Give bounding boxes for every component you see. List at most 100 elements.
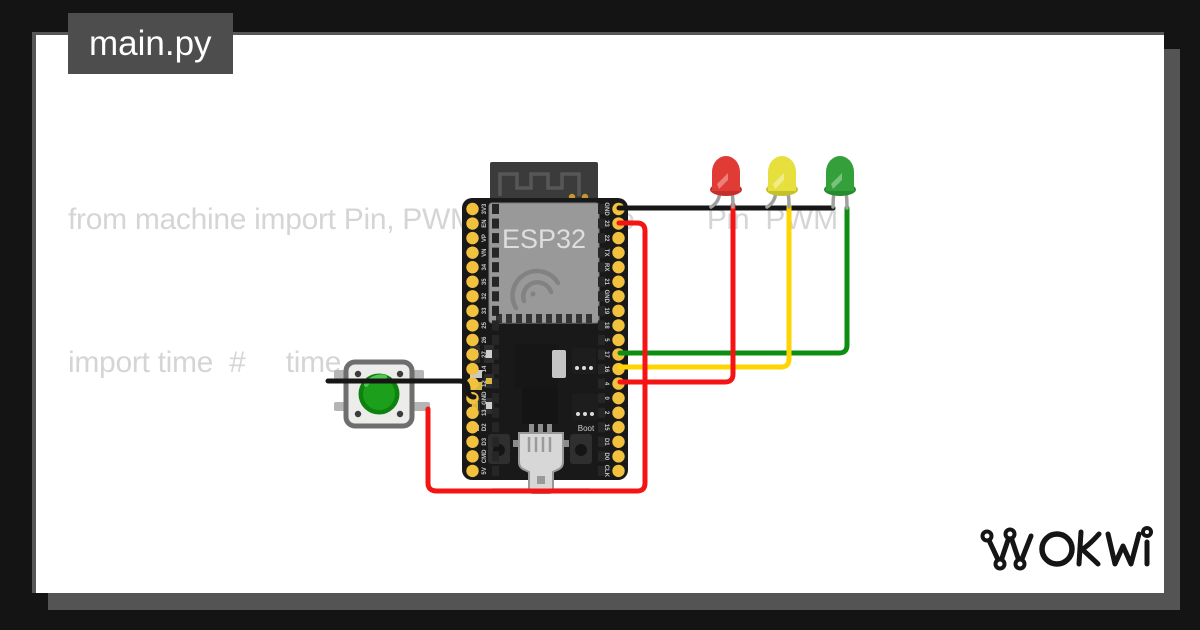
edge-pad [492, 247, 499, 258]
pin-label-rx: RX [603, 263, 609, 271]
pin-d1 [612, 435, 625, 448]
pin-label-2: 2 [603, 411, 609, 415]
espressif-logo-icon [510, 268, 561, 311]
pin-vn [466, 246, 479, 259]
edge-pad [598, 451, 605, 462]
pin-label-32: 32 [482, 292, 488, 299]
led-dome [826, 156, 854, 191]
edge-pad [598, 393, 605, 404]
pushbutton-screw [354, 370, 362, 378]
edge-pad [492, 204, 499, 214]
pin-27 [466, 348, 479, 361]
pin-label-13: 13 [482, 409, 488, 416]
edge-pad [598, 320, 605, 331]
edge-pad [492, 436, 499, 447]
edge-pad [492, 276, 499, 287]
pushbutton-cap[interactable] [363, 378, 395, 410]
esp32-board: ESP32 [462, 162, 628, 494]
pin-label-tx: TX [603, 249, 609, 257]
edge-pad [492, 407, 499, 418]
pushbutton-screw [396, 410, 404, 418]
pin-cmd [466, 450, 479, 463]
pushbutton-leg [334, 402, 346, 411]
pin-label-d1: D1 [603, 438, 609, 446]
edge-pad [492, 291, 499, 302]
pin-34 [466, 261, 479, 274]
edge-pad [598, 247, 605, 258]
edge-pad [492, 233, 499, 244]
pin-2 [612, 406, 625, 419]
edge-pad [598, 349, 605, 360]
file-tab[interactable]: main.py [68, 13, 233, 74]
pin-label-12: 12 [482, 380, 488, 387]
edge-pad [492, 349, 499, 360]
pin-label-cmd: CMD [482, 449, 488, 463]
pin-26 [466, 333, 479, 347]
pin-label-en: EN [482, 219, 488, 227]
pin-rx [612, 261, 625, 274]
edge-pad [598, 204, 605, 214]
pin-label-vn: VN [482, 248, 488, 256]
led-dome [712, 156, 740, 191]
button-gnd-wire [325, 378, 477, 400]
pin-label-27: 27 [482, 351, 488, 358]
pin-label-33: 33 [482, 307, 488, 314]
shield-pads [496, 314, 592, 323]
pin-label-gnd: GND [603, 290, 609, 304]
pin-0 [612, 391, 625, 405]
edge-pad [492, 393, 499, 404]
pushbutton-screw [396, 370, 404, 378]
pin-gnd [612, 290, 625, 303]
pin-label-19: 19 [603, 308, 609, 315]
pin-vp [466, 231, 479, 245]
pin-13 [466, 406, 479, 419]
edge-pad [598, 436, 605, 447]
pin-label-d3: D3 [482, 437, 488, 445]
pushbutton-leg [334, 370, 346, 379]
pin-18 [612, 319, 625, 332]
pin-25 [466, 319, 479, 332]
edge-pad [598, 276, 605, 287]
boot-button-cap[interactable] [575, 444, 587, 456]
pin-label-16: 16 [603, 366, 609, 373]
led-red [709, 156, 742, 209]
pin-21 [612, 275, 625, 288]
edge-pad [598, 465, 605, 476]
boot-button-label: Boot [578, 424, 595, 433]
edge-pad [492, 262, 499, 273]
edge-pad [492, 334, 499, 345]
pin-label-15: 15 [603, 424, 609, 431]
pin-label-26: 26 [482, 336, 488, 343]
edge-pad [598, 262, 605, 273]
pin-label-5v: 5V [482, 467, 488, 474]
wires [325, 202, 850, 494]
pin-label-3v3: 3V3 [482, 203, 488, 214]
led-green [824, 156, 856, 210]
wokwi-logo-glyphs [980, 526, 1153, 571]
pin-label-21: 21 [603, 278, 609, 285]
pin-label-gnd: GND [482, 391, 488, 405]
led-highlight [773, 173, 784, 189]
edge-pad [492, 465, 499, 476]
wokwi-logo: WOKWI [980, 526, 1153, 571]
pin-35 [466, 275, 479, 288]
edge-pad [492, 451, 499, 462]
pin-label-d0: D0 [603, 453, 609, 461]
code-line-2: import time # time [68, 345, 342, 379]
pin-tx [612, 246, 625, 259]
pin-d0 [612, 450, 625, 463]
pin-label-gnd: GND [603, 202, 609, 216]
pin-label-clk: CLK [603, 465, 609, 478]
pin-5v [466, 464, 479, 478]
edge-pad [492, 305, 499, 316]
pin-33 [466, 304, 479, 318]
pin-header-left: 3V3ENVPVN343532332526271412GND13D2D3CMD5… [466, 202, 499, 478]
pin-label-5: 5 [603, 338, 609, 342]
edge-pad [598, 422, 605, 433]
edge-pad [598, 233, 605, 244]
edge-pad [492, 320, 499, 331]
pin-label-vp: VP [482, 234, 488, 242]
edge-pad [492, 378, 499, 389]
pin-15 [612, 421, 625, 434]
pin-label-4: 4 [603, 382, 609, 386]
